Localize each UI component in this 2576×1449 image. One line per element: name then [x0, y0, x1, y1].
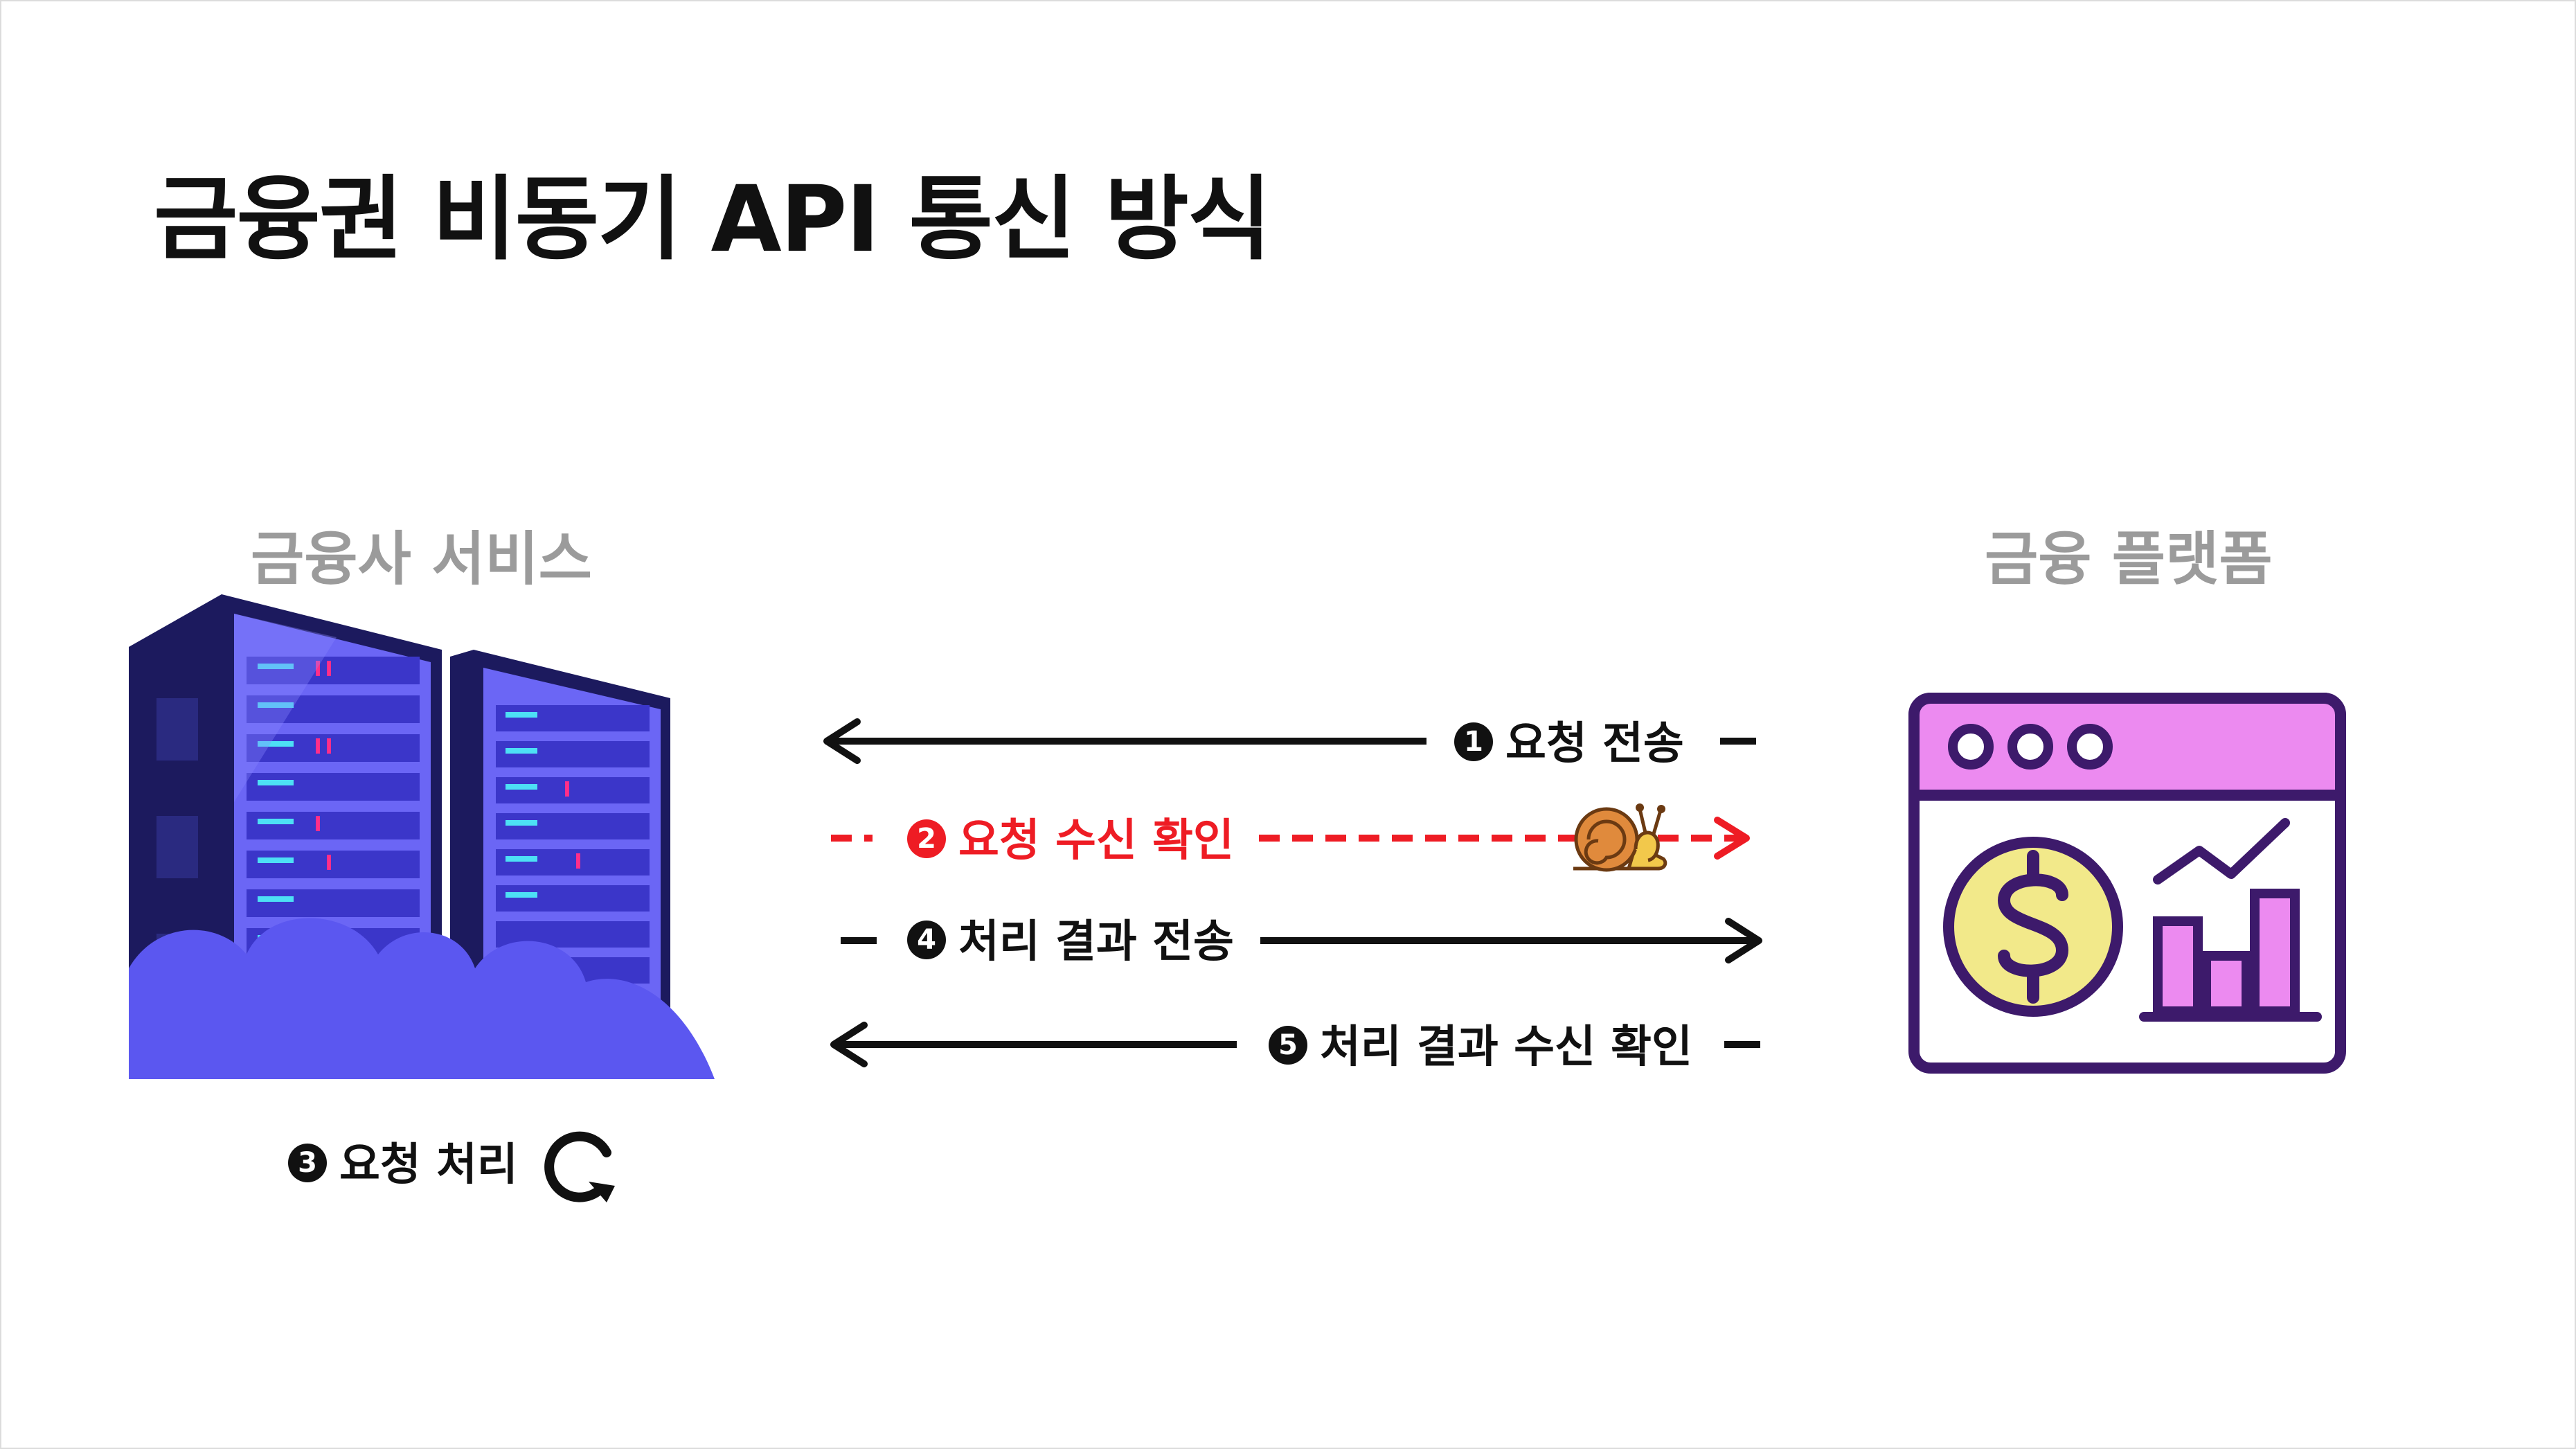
page-title: 금융권 비동기 API 통신 방식 — [154, 166, 1271, 273]
snail-icon — [1573, 803, 1667, 872]
right-actor-label: 금융 플랫폼 — [1985, 525, 2273, 593]
refresh-icon — [544, 1131, 615, 1202]
arrow-2-ack — [831, 817, 1750, 860]
arrow-1-request — [823, 718, 1756, 764]
finance-dashboard-icon — [1908, 693, 2346, 1074]
arrow-5-result-ack — [830, 1022, 1760, 1067]
server-rack-icon — [129, 594, 715, 1079]
arrow-4-result — [841, 918, 1762, 963]
left-actor-label: 금융사 서비스 — [251, 525, 592, 593]
